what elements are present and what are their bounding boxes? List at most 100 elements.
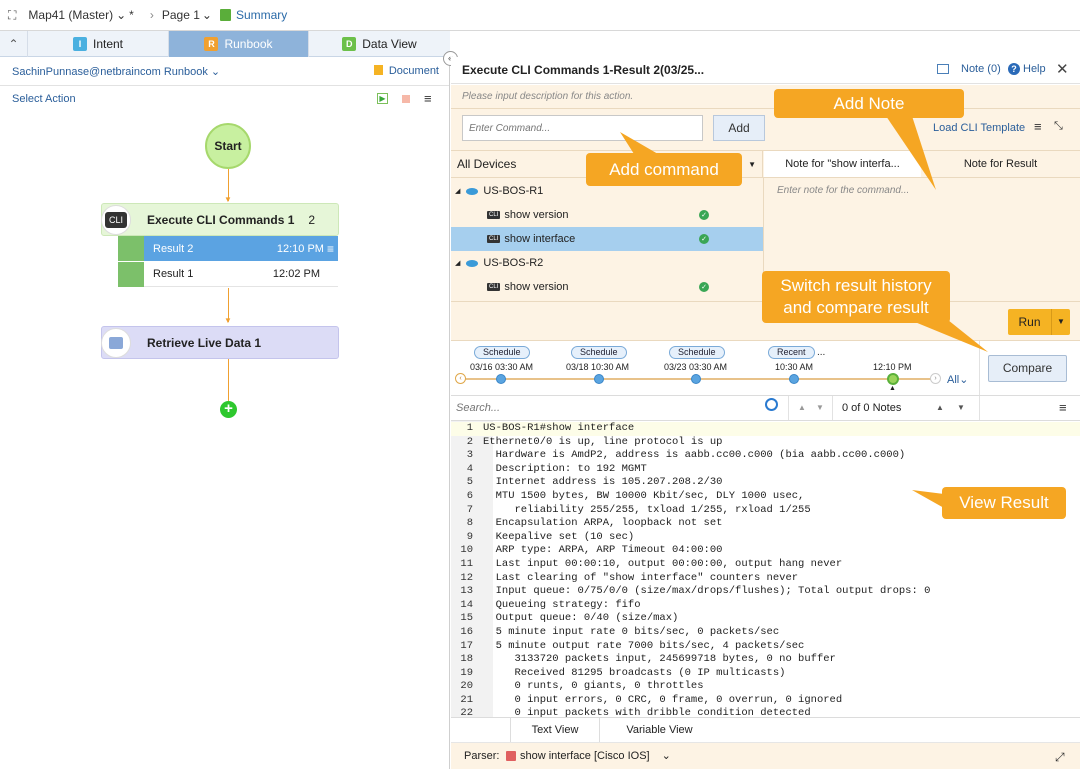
note-textarea[interactable]: Enter note for the command... [777, 185, 910, 196]
expand-icon[interactable]: ⤢ [1055, 750, 1065, 764]
tab-runbook[interactable]: R Runbook [169, 31, 309, 57]
router-icon [466, 187, 479, 195]
result-row-2[interactable]: Result 2 12:10 PM ≡ [118, 236, 338, 261]
stop-icon[interactable] [402, 95, 410, 103]
tab-intent[interactable]: I Intent [28, 31, 169, 57]
close-icon[interactable]: ✕ [1056, 61, 1069, 78]
timeline-next-icon[interactable]: › [930, 373, 941, 384]
line-text: Hardware is AmdP2, address is aabb.cc00.… [483, 449, 906, 462]
description-input[interactable]: Please input description for this action… [462, 91, 634, 102]
expand-icon[interactable]: ⤡ [1054, 120, 1063, 132]
chevron-right-icon: › [149, 8, 154, 22]
timeline-point[interactable] [594, 374, 604, 384]
execute-node-label: Execute CLI Commands 1 [147, 212, 295, 227]
line-number: 8 [466, 517, 473, 530]
help-link[interactable]: Help [1023, 63, 1046, 75]
menu-icon[interactable]: ≡ [1059, 400, 1067, 415]
divider [451, 108, 1080, 109]
add-command-button[interactable]: Add [713, 115, 765, 141]
menu-icon[interactable]: ≡ [326, 241, 334, 256]
line-number: 7 [466, 503, 473, 516]
all-dropdown[interactable]: All⌄ [947, 374, 969, 386]
play-icon[interactable]: ▶ [377, 93, 388, 104]
callout-view-result: View Result [942, 487, 1066, 519]
help-icon[interactable]: ? [1008, 63, 1020, 75]
code-line: 6 MTU 1500 bytes, BW 10000 Kbit/sec, DLY… [451, 490, 1080, 504]
tab-variable-view[interactable]: Variable View [626, 724, 693, 736]
run-button[interactable]: Run ▼ [1008, 309, 1070, 335]
line-text: Input queue: 0/75/0/0 (size/max/drops/fl… [483, 585, 931, 598]
pin-icon[interactable] [937, 64, 949, 74]
line-text: Internet address is 105.207.208.2/30 [483, 476, 723, 489]
timeline-point[interactable] [789, 374, 799, 384]
line-number: 10 [460, 544, 473, 557]
fullscreen-icon[interactable]: ⛶ [8, 7, 17, 22]
note-link[interactable]: Note (0) [961, 63, 1001, 75]
search-icon[interactable] [765, 398, 778, 411]
retrieve-node-label: Retrieve Live Data 1 [147, 335, 262, 350]
retrieve-live-data-node[interactable]: Retrieve Live Data 1 [101, 326, 339, 359]
command-row[interactable]: CLI show version ✓ [451, 275, 763, 299]
start-node[interactable]: Start [205, 123, 251, 169]
line-text: Ethernet0/0 is up, line protocol is up [483, 435, 723, 448]
prev-note-icon[interactable]: ▲ [936, 403, 944, 412]
timeline-prev-icon[interactable]: ‹ [455, 373, 466, 384]
map-label: Map41 (Master) [28, 8, 114, 22]
caret-down-icon[interactable]: ▼ [1051, 309, 1070, 335]
result-row-1[interactable]: Result 1 12:02 PM [118, 261, 338, 287]
device-row-us-bos-r2[interactable]: ◢ US-BOS-R2 [455, 257, 544, 269]
line-number: 11 [460, 557, 473, 570]
code-line: 13 Input queue: 0/75/0/0 (size/max/drops… [451, 585, 1080, 599]
timeline-time: 12:10 PM [873, 362, 912, 372]
collapse-button[interactable]: ⌃ [0, 31, 28, 57]
caret-down-icon: ◢ [455, 260, 461, 267]
runbook-owner-dropdown[interactable]: SachinPunnase@netbraincom Runbook ⌄ [12, 66, 221, 78]
menu-icon[interactable]: ≡ [1034, 119, 1042, 134]
menu-icon[interactable]: ≡ [424, 91, 432, 106]
success-check-icon: ✓ [699, 210, 709, 220]
line-number: 18 [460, 653, 473, 666]
compare-button[interactable]: Compare [988, 355, 1067, 382]
parser-dropdown[interactable]: show interface [Cisco IOS] ⌄ [506, 749, 671, 762]
document-link[interactable]: Document [373, 65, 439, 77]
line-number: 19 [460, 666, 473, 679]
command-input[interactable] [462, 115, 703, 141]
page-breadcrumb[interactable]: Page 1 ⌄ [162, 8, 212, 22]
tab-data-view[interactable]: D Data View [309, 31, 450, 57]
tab-note-result[interactable]: Note for Result [963, 158, 1038, 170]
timeline-tag: Schedule [474, 346, 530, 359]
next-note-icon[interactable]: ▼ [957, 403, 965, 412]
map-breadcrumb[interactable]: Map41 (Master) ⌄ * [28, 8, 133, 22]
line-number: 17 [460, 639, 473, 652]
command-icon: CLI [487, 283, 501, 291]
prev-match-icon[interactable]: ▲ [798, 403, 806, 412]
devices-header[interactable]: All Devices ▼ [451, 151, 763, 177]
load-cli-template-link[interactable]: Load CLI Template [933, 122, 1026, 134]
tab-text-view[interactable]: Text View [510, 718, 600, 742]
summary-link[interactable]: Summary [219, 8, 287, 22]
execute-cli-node[interactable]: CLI Execute CLI Commands 1 2 [101, 203, 339, 236]
page-label: Page 1 [161, 8, 200, 22]
divider [451, 150, 1080, 151]
divider [451, 420, 1080, 421]
next-match-icon[interactable]: ▼ [816, 403, 824, 412]
add-node-icon[interactable]: + [220, 401, 237, 418]
line-number: 6 [466, 489, 473, 502]
panel-header: Execute CLI Commands 1-Result 2(03/25...… [451, 57, 1080, 84]
timeline-point-current[interactable] [887, 373, 899, 385]
timeline-point[interactable] [691, 374, 701, 384]
search-input[interactable] [451, 396, 785, 420]
device-row-us-bos-r1[interactable]: ◢ US-BOS-R1 [455, 185, 544, 197]
timeline-point[interactable] [496, 374, 506, 384]
tab-note-command[interactable]: Note for "show interfa... [764, 151, 921, 177]
callout-add-command-pointer [620, 132, 658, 154]
flow-connector [228, 288, 229, 322]
command-row-selected[interactable]: CLI show interface ✓ [451, 227, 763, 251]
command-row[interactable]: CLI show version ✓ [451, 203, 763, 227]
code-line: 17 5 minute output rate 7000 bits/sec, 4… [451, 640, 1080, 654]
select-action-link[interactable]: Select Action [12, 93, 76, 105]
caret-down-icon: ◢ [455, 188, 461, 195]
timeline-tag: Recent [768, 346, 815, 359]
